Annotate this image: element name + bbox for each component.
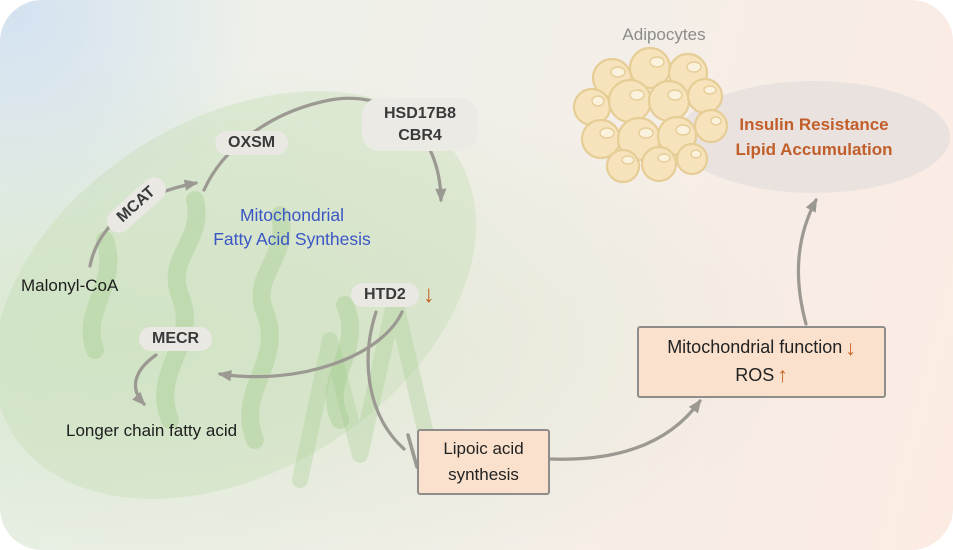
adipocyte-cell [628, 46, 672, 90]
lipoic-acid-label-line2: synthesis [448, 465, 519, 484]
lipoic-acid-box: Lipoic acid synthesis [417, 429, 550, 495]
adipocyte-cell [591, 57, 633, 99]
cycle-title-line1: Mitochondrial [239, 205, 345, 225]
hsd17b8-cbr4-enzyme-pill: HSD17B8 CBR4 [362, 98, 478, 152]
oxsm-enzyme-pill: OXSM [215, 131, 289, 155]
cristae-zigzag-shape [292, 292, 433, 488]
adipocyte-cell [605, 148, 641, 184]
htd2-decrease-arrow-icon: ↓ [422, 281, 435, 308]
mcat-enzyme-pill: MCAT [102, 172, 171, 238]
adipocyte-cell [607, 78, 653, 124]
cycle-title: Mitochondrial Fatty Acid Synthesis [192, 204, 392, 251]
lipoic-acid-label-line1: Lipoic acid [443, 438, 524, 458]
mito-function-label: Mitochondrial function [667, 337, 843, 358]
outcome-ellipse: Insulin Resistance Lipid Accumulation [678, 81, 950, 193]
htd2-group: HTD2 ↓ [351, 283, 435, 307]
arrow-mecr-to-longer-chain [132, 353, 158, 406]
ros-label: ROS [735, 365, 775, 385]
lipid-accumulation-label: Lipid Accumulation [735, 140, 893, 159]
arrow-cycle-bottom-arc [217, 310, 404, 382]
htd2-enzyme-pill: HTD2 [351, 283, 419, 307]
adipocyte-cell [616, 116, 662, 162]
hsd17b8-label: HSD17B8 [383, 105, 457, 122]
mito-function-decrease-arrow-icon: ↓ [845, 336, 856, 360]
adipocytes-label: Adipocytes [622, 25, 706, 44]
ros-increase-arrow-icon: ↑ [777, 364, 788, 388]
cbr4-label: CBR4 [398, 126, 442, 144]
adipocyte-cell [572, 87, 612, 127]
adipocyte-cell [580, 118, 622, 160]
adipocyte-cell [667, 52, 709, 94]
arrow-mito-function-to-outcome [796, 197, 818, 326]
longer-chain-fatty-acid-label: Longer chain fatty acid [66, 421, 238, 440]
inhibition-bar-icon [406, 433, 419, 469]
inhibition-line-htd2-to-lipoic [366, 310, 406, 451]
mito-function-box: Mitochondrial function ↓ ROS ↑ [637, 326, 886, 398]
mecr-enzyme-pill: MECR [139, 327, 213, 351]
adipocyte-cell [647, 79, 691, 123]
adipocyte-cell [640, 145, 678, 183]
malonyl-coa-label: Malonyl-CoA [21, 276, 119, 295]
arrow-lipoic-to-mito-function [548, 399, 702, 461]
insulin-resistance-label: Insulin Resistance [739, 114, 889, 134]
cycle-title-line2: Fatty Acid Synthesis [213, 228, 371, 249]
